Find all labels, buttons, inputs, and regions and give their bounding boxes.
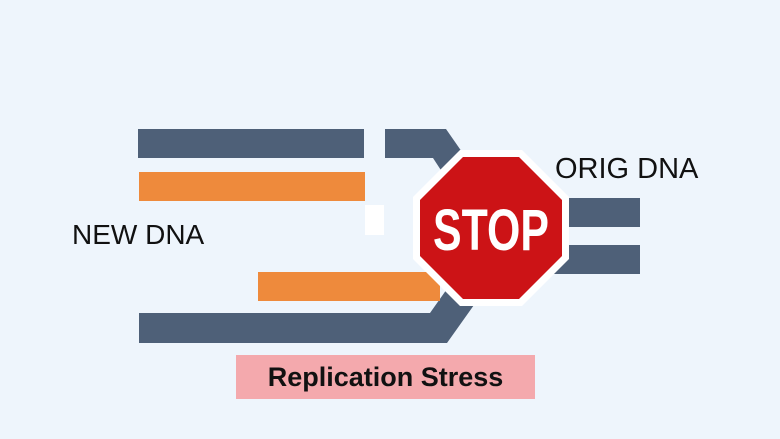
new-dna-label: NEW DNA [72,219,205,250]
orig-dna-label: ORIG DNA [555,153,699,185]
parental-strand-top-right [385,129,640,227]
strand-gap-marker [365,205,384,235]
stop-sign: STOP [413,150,569,306]
stop-sign-text: STOP [433,198,549,263]
stop-sign-face [420,157,562,299]
new-dna-strands [139,172,440,301]
new-strand-lower [258,272,440,301]
replication-stress-caption: Replication Stress [236,355,535,399]
parental-strand-top-left [138,129,364,158]
new-strand-upper [139,172,365,201]
